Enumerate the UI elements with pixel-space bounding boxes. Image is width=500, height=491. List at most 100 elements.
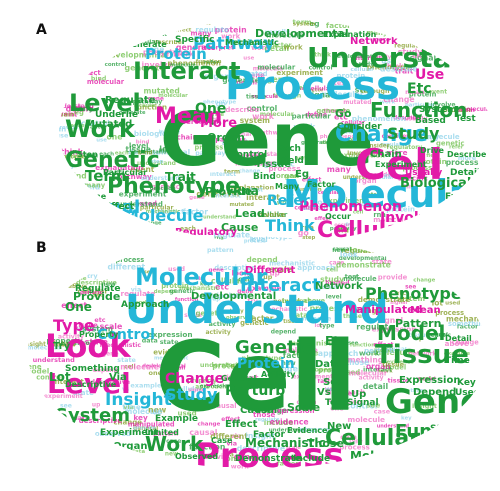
cloud-filler-word: state: [73, 388, 94, 397]
cloud-filler-word: molecule: [170, 63, 196, 69]
cloud-filler-word: understand: [200, 361, 243, 369]
cloud-filler-word: organ: [366, 362, 391, 371]
cloud-word-limited: Limited: [145, 428, 179, 437]
cloud-filler-word: work: [231, 462, 249, 470]
cloud-word-general: General: [221, 374, 256, 383]
cloud-filler-word: describe: [380, 65, 418, 74]
cloud-filler-word: eg: [74, 109, 84, 117]
cloud-filler-word: key: [133, 413, 148, 422]
cloud-filler-word: change: [354, 307, 382, 315]
cloud-filler-word: work: [283, 44, 303, 52]
cloud-filler-word: observed: [95, 430, 131, 438]
cloud-word-process: Process: [225, 63, 400, 109]
cloud-filler-word: work: [251, 44, 270, 52]
cloud-filler-word: involve: [347, 149, 374, 157]
cloud-filler-word: organ: [276, 171, 299, 180]
cloud-filler-word: scale: [234, 275, 255, 284]
cloud-filler-word: gene: [234, 453, 256, 462]
cloud-filler-word: level: [195, 21, 211, 27]
cloud-filler-word: new: [148, 406, 167, 415]
cloud-word-pattern: Pattern: [395, 317, 441, 330]
cloud-filler-word: new: [165, 452, 179, 458]
cloud-filler-word: tissue: [283, 319, 302, 325]
cloud-filler-word: organ: [297, 399, 317, 406]
cloud-filler-word: process: [339, 443, 370, 451]
cloud-word-used: Used: [455, 388, 480, 398]
cloud-filler-word: control: [81, 118, 109, 127]
cloud-filler-word: event: [428, 89, 447, 95]
cloud-filler-word: use: [243, 56, 254, 62]
cloud-filler-word: refer: [449, 144, 464, 150]
cloud-filler-word: state: [117, 356, 136, 364]
cloud-filler-word: system: [315, 285, 339, 291]
cloud-filler-word: network: [273, 298, 303, 305]
cloud-word-test: Test: [325, 398, 346, 408]
cloud-filler-word: include: [264, 418, 294, 427]
cloud-word-time: Time: [445, 356, 470, 366]
cloud-filler-word: work: [221, 33, 240, 41]
cloud-filler-word: refer: [175, 118, 195, 126]
cloud-filler-word: work: [252, 112, 275, 121]
word-cloud-a: definegeneticworkthinkmolecularfunctionc…: [56, 19, 492, 243]
cloud-filler-word: causal: [386, 347, 407, 353]
cloud-filler-word: up: [270, 269, 280, 278]
cloud-filler-word: many: [70, 104, 93, 113]
cloud-filler-word: factor: [306, 88, 324, 94]
cloud-filler-word: rna: [228, 67, 239, 73]
cloud-filler-word: control: [105, 62, 127, 68]
cloud-filler-word: generate: [317, 107, 351, 115]
cloud-word-vs: Vs: [317, 387, 331, 398]
cloud-filler-word: effect: [174, 28, 192, 34]
cloud-word-look: Look: [45, 327, 131, 365]
cloud-filler-word: protein: [386, 205, 415, 213]
cloud-filler-word: up: [263, 274, 272, 281]
cloud-filler-word: generate: [222, 75, 259, 84]
cloud-filler-word: effect: [373, 342, 393, 349]
cloud-filler-word: molecular: [87, 78, 125, 86]
word-cloud-b: vsapproachgeneprocesslookusedchangemecha…: [28, 237, 488, 470]
cloud-filler-word: molecular: [322, 90, 364, 99]
cloud-filler-word: via: [226, 440, 237, 448]
cloud-filler-word: usually: [302, 203, 333, 212]
cloud-filler-word: example: [247, 283, 281, 292]
cloud-filler-word: work: [147, 29, 167, 38]
cloud-filler-word: use: [56, 132, 69, 140]
cloud-filler-word: causal: [213, 402, 237, 410]
cloud-word-expression: Expression: [399, 375, 460, 386]
cloud-word-etc: Etc: [407, 81, 432, 97]
cloud-filler-word: process: [403, 164, 433, 172]
cloud-word-rna: Rna: [233, 184, 259, 198]
cloud-filler-word: based: [135, 199, 157, 207]
cloud-filler-word: etc: [412, 53, 423, 60]
cloud-filler-word: regulate: [356, 322, 393, 331]
cloud-word-control: Control: [230, 150, 267, 160]
cloud-word-biological: Biological: [400, 176, 471, 191]
cloud-word-try: Try: [53, 341, 71, 352]
cloud-filler-word: use: [96, 137, 107, 143]
cloud-filler-word: molecular: [460, 107, 492, 113]
cloud-filler-word: new: [291, 457, 303, 463]
cloud-filler-word: molecular: [235, 159, 274, 167]
cloud-filler-word: test: [334, 79, 348, 87]
cloud-filler-word: process: [435, 309, 464, 317]
cloud-filler-word: approach: [327, 388, 366, 397]
cloud-filler-word: protein: [215, 26, 247, 35]
cloud-filler-word: cellular: [175, 385, 203, 393]
cloud-filler-word: evidence: [387, 360, 415, 366]
cloud-filler-word: expression: [272, 407, 314, 415]
cloud-filler-word: define: [66, 104, 94, 113]
cloud-filler-word: particular: [405, 102, 435, 108]
cloud-filler-word: function: [175, 297, 199, 303]
cloud-filler-word: activity: [209, 320, 237, 328]
cloud-filler-word: one: [107, 133, 123, 142]
cloud-filler-word: provide: [366, 173, 391, 179]
cloud-filler-word: gene: [196, 190, 218, 199]
cloud-word-use: Use: [415, 67, 444, 83]
cloud-filler-word: work: [380, 99, 396, 105]
cloud-filler-word: protein: [75, 327, 99, 333]
cloud-word-one: One: [195, 101, 226, 117]
cloud-word-organ: Organ: [113, 441, 147, 452]
cloud-filler-word: mutated: [144, 86, 180, 95]
cloud-filler-word: regulate: [195, 26, 229, 34]
cloud-word-lot: Lot: [49, 370, 71, 384]
